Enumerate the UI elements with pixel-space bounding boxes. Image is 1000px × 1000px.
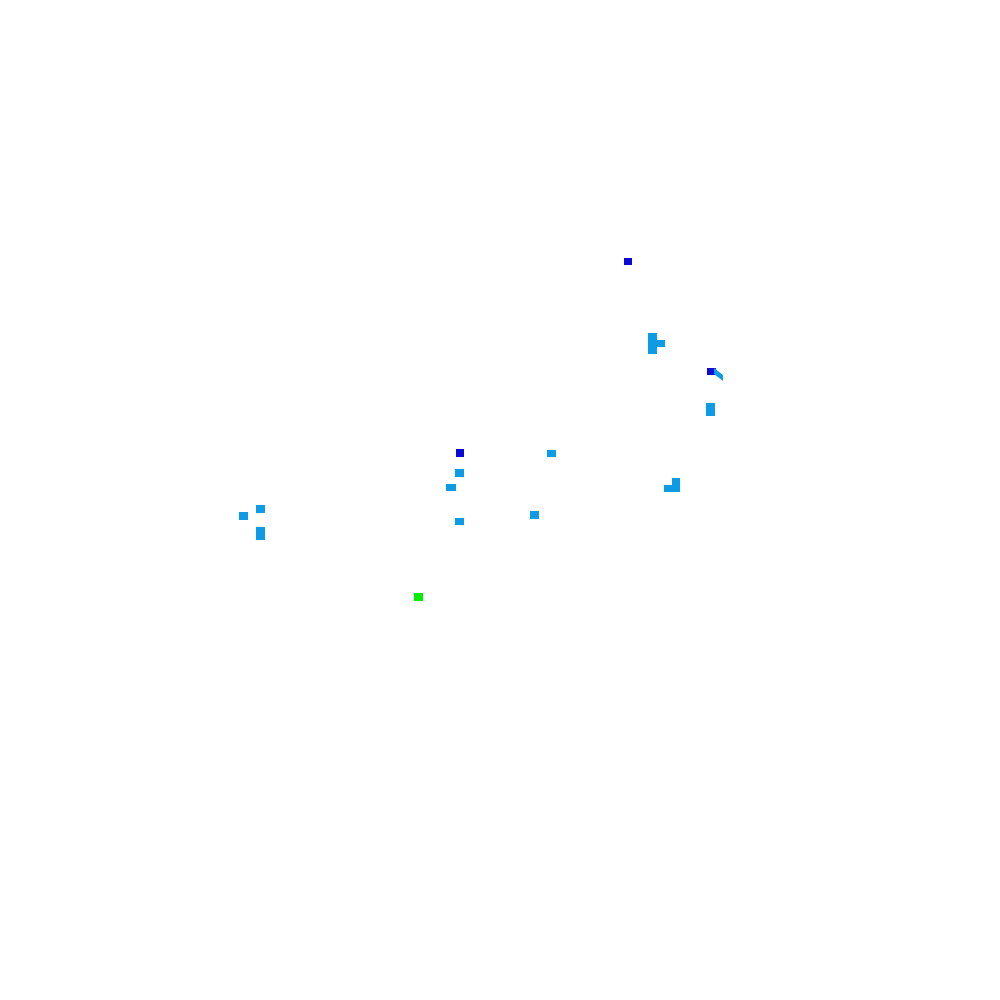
dark-blue-marker [456, 449, 464, 457]
light-blue-marker [672, 478, 680, 492]
light-blue-marker [455, 518, 464, 525]
light-blue-marker [706, 403, 715, 416]
green-marker [414, 593, 423, 601]
light-blue-marker [655, 340, 665, 347]
light-blue-marker [446, 484, 456, 491]
light-blue-marker [455, 469, 464, 477]
light-blue-marker [547, 450, 556, 457]
light-blue-marker [256, 527, 265, 540]
light-blue-marker [256, 505, 265, 513]
light-blue-marker [530, 511, 539, 519]
light-blue-marker [714, 368, 723, 381]
light-blue-marker [648, 333, 657, 354]
dark-blue-marker [707, 368, 716, 375]
light-blue-marker [664, 485, 674, 492]
dark-blue-marker [624, 258, 632, 265]
light-blue-marker [239, 512, 248, 520]
